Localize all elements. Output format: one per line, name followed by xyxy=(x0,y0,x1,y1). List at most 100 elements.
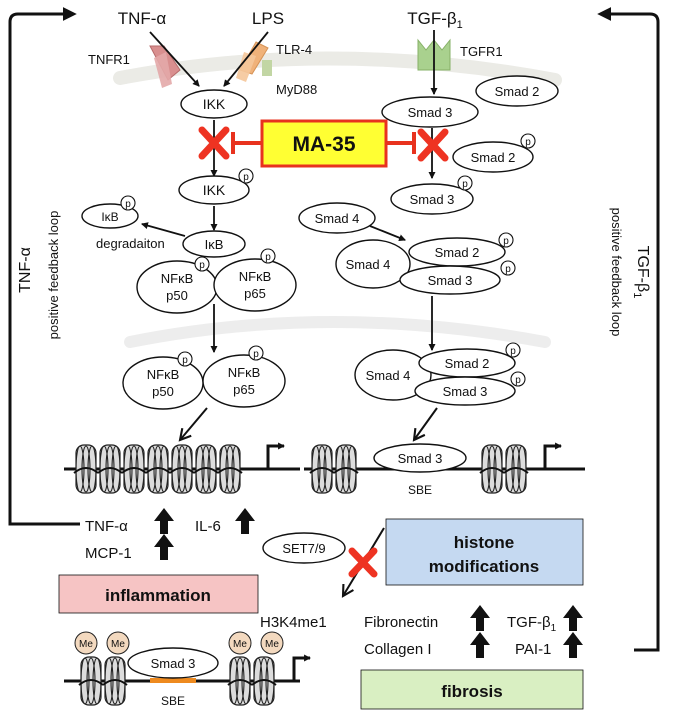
histone-label-line1: histone xyxy=(454,533,514,552)
up-arrow-icon xyxy=(470,605,490,631)
smad3-label: Smad 3 xyxy=(443,384,488,399)
smad2-label: Smad 2 xyxy=(435,245,480,260)
ikb-degradation-arrow xyxy=(140,222,186,237)
phospho-badge: p xyxy=(510,346,516,357)
nuclear-membrane xyxy=(124,316,551,348)
nfkb-label: NFκB xyxy=(228,365,261,380)
nfkb-label: NFκB xyxy=(239,269,272,284)
inflammation-box: inflammation xyxy=(58,574,259,614)
smad2-label: Smad 2 xyxy=(495,84,540,99)
p65-label: p65 xyxy=(244,286,266,301)
methyl-label: Me xyxy=(111,639,125,650)
ikb-label: IκB xyxy=(205,237,224,252)
lps-to-ikk-arrow xyxy=(223,31,269,87)
up-arrow-icon xyxy=(235,508,255,534)
nucleosome-icon xyxy=(73,444,99,494)
methyl-label: Me xyxy=(79,639,93,650)
nucleosome-icon xyxy=(479,444,505,494)
phospho-badge: p xyxy=(182,355,188,366)
tgf-feedback-titlegroup: TGF-β1 xyxy=(631,246,651,299)
ikb-phospho-label: IκB xyxy=(101,210,118,224)
tnf-feedback-subtitle: positive feedback loop xyxy=(46,211,61,340)
smad3-membrane-node: Smad 3 xyxy=(381,96,479,128)
histone-modifications-box: histone modifications xyxy=(385,518,584,586)
nucleosome-group-right xyxy=(309,444,529,494)
smad2-label: Smad 2 xyxy=(445,356,490,371)
nucleosome-icon xyxy=(217,444,243,494)
smad2-membrane-node: Smad 2 xyxy=(475,75,559,107)
set79-label: SET7/9 xyxy=(282,541,325,556)
fibrosis-label: fibrosis xyxy=(441,682,502,701)
nfkb-p50-cyto-node: NFκB p50 p xyxy=(136,256,218,314)
ikk-membrane-label: IKK xyxy=(203,96,226,112)
tnf-ligand-label: TNF-α xyxy=(118,9,167,28)
phospho-badge: p xyxy=(265,252,271,263)
methyl-mark-group: Me Me Me Me xyxy=(74,631,284,655)
tnf-feedback-subgroup: positive feedback loop xyxy=(46,211,61,340)
nfkb-to-dna-arrow xyxy=(178,407,208,442)
nucleosome-icon xyxy=(102,656,128,706)
tnf-feedback-label: TNF-α xyxy=(17,247,34,293)
myd88-label: MyD88 xyxy=(276,82,317,97)
nucleosome-icon xyxy=(193,444,219,494)
phospho-badge: p xyxy=(243,172,249,183)
histone-label-line2: modifications xyxy=(429,557,540,576)
nucleosome-icon xyxy=(169,444,195,494)
tnf-feedback-loop xyxy=(8,7,80,526)
nucleosome-icon xyxy=(97,444,123,494)
ma35-label: MA-35 xyxy=(292,133,355,156)
tgfr1-label: TGFR1 xyxy=(460,44,503,59)
sbe-bottom-label: SBE xyxy=(161,694,185,708)
nucleosome-icon xyxy=(251,656,277,706)
phospho-badge: p xyxy=(253,349,259,360)
output-tnf-label: TNF-α xyxy=(85,518,128,535)
methyl-mark-icon: Me xyxy=(106,631,130,655)
set79-node: SET7/9 xyxy=(262,532,346,564)
methyl-mark-icon: Me xyxy=(228,631,252,655)
dna-strand-left xyxy=(64,442,300,494)
nucleosome-icon xyxy=(121,444,147,494)
nucleosome-icon xyxy=(145,444,171,494)
up-arrow-icon xyxy=(470,632,490,658)
output-tgf-label: TGF-β1 xyxy=(507,614,557,634)
methyl-mark-icon: Me xyxy=(74,631,98,655)
smad4-label: Smad 4 xyxy=(346,257,391,272)
sbe-site-bottom xyxy=(150,678,196,683)
tnfr1-label: TNFR1 xyxy=(88,52,130,67)
up-arrow-icon xyxy=(563,632,583,658)
tnf-feedback-title: TNF-α xyxy=(17,247,34,293)
output-il6-label: IL-6 xyxy=(195,518,221,535)
methyl-label: Me xyxy=(233,639,247,650)
ikb-phospho-node: IκB p xyxy=(81,195,139,229)
phospho-badge: p xyxy=(199,260,205,271)
output-pai1-label: PAI-1 xyxy=(515,641,551,658)
up-arrow-icon xyxy=(154,508,174,534)
nucleosome-icon xyxy=(227,656,253,706)
smad4-label: Smad 4 xyxy=(366,368,411,383)
inflammation-label: inflammation xyxy=(105,586,211,605)
tgf-ligand-label: TGF-β1 xyxy=(407,9,463,31)
smad4-binding-arrow xyxy=(369,225,406,242)
transcription-start-bottom-icon xyxy=(292,654,312,681)
nucleosome-icon xyxy=(309,444,335,494)
ma35-drug-box: MA-35 xyxy=(260,119,388,168)
nucleosome-icon xyxy=(78,656,104,706)
smad3-label: Smad 3 xyxy=(428,273,473,288)
smad-to-dna-arrow xyxy=(412,407,438,442)
p65-label: p65 xyxy=(233,382,255,397)
cell-membrane xyxy=(113,51,562,87)
nfkb-p65-cyto-node: NFκB p65 p xyxy=(213,248,297,312)
smad3-dna-label: Smad 3 xyxy=(398,451,443,466)
tgf-feedback-title: TGF-β1 xyxy=(631,246,651,299)
ikk-phospho-node: IKK p xyxy=(178,168,254,205)
up-arrow-icon xyxy=(563,605,583,631)
tgf-feedback-loop xyxy=(597,7,660,652)
methyl-mark-icon: Me xyxy=(260,631,284,655)
nfkb-label: NFκB xyxy=(161,271,194,286)
up-arrow-icon xyxy=(154,534,174,560)
fibrosis-box: fibrosis xyxy=(360,669,584,710)
smad3-label: Smad 3 xyxy=(408,105,453,120)
phospho-badge: p xyxy=(503,236,509,247)
output-mcp1-label: MCP-1 xyxy=(85,545,132,562)
